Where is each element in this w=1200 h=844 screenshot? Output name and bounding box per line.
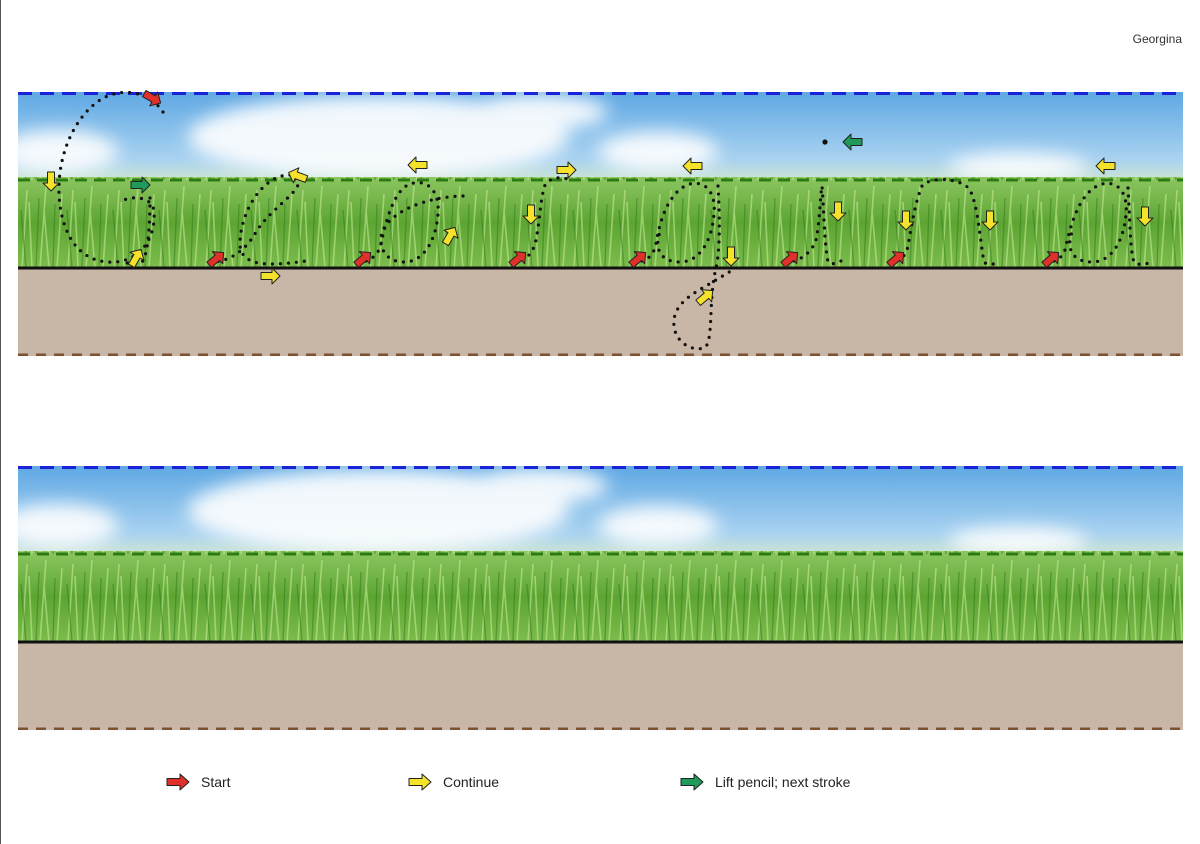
writing-lines xyxy=(18,466,1183,730)
legend-start: Start xyxy=(165,773,231,791)
tracing-band xyxy=(18,92,1183,356)
legend-lift-label: Lift pencil; next stroke xyxy=(715,774,851,790)
writing-lines xyxy=(18,92,1183,356)
legend: Start Continue Lift pencil; next stroke xyxy=(0,773,1200,797)
legend-lift: Lift pencil; next stroke xyxy=(679,773,850,791)
name-label: Georgina xyxy=(1132,32,1182,46)
legend-continue-label: Continue xyxy=(443,774,500,790)
legend-start-label: Start xyxy=(201,774,231,790)
yellow-arrow-icon xyxy=(408,773,432,791)
green-arrow-icon xyxy=(680,773,704,791)
page-left-edge xyxy=(0,0,1,844)
red-arrow-icon xyxy=(166,773,190,791)
legend-continue: Continue xyxy=(407,773,499,791)
practice-band xyxy=(18,466,1183,730)
